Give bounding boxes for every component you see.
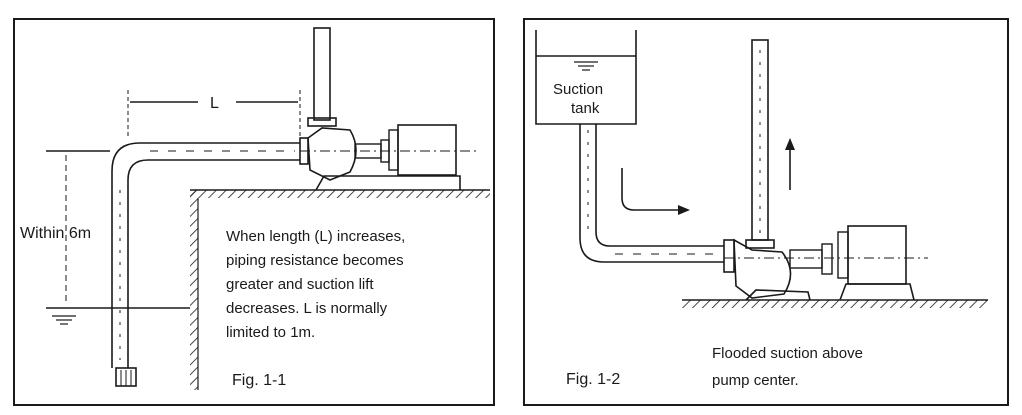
tank-suction-pipe — [579, 124, 724, 263]
pump2-base — [745, 289, 811, 301]
discharge-flange-2 — [745, 239, 775, 249]
motor — [397, 124, 457, 176]
tank-label-line-2: tank — [571, 100, 600, 117]
fig1-note-line-1: When length (L) increases, — [226, 228, 405, 245]
discharge-pipe — [313, 27, 331, 121]
flow-arrow-suction — [621, 168, 680, 211]
pump-base — [315, 175, 461, 191]
fig2-note-line-1: Flooded suction above — [712, 345, 863, 362]
length-label: L — [210, 95, 219, 112]
suction-tank — [535, 30, 637, 125]
ground-hatch — [190, 190, 490, 198]
pump2-casing — [733, 238, 792, 299]
flow-arrowhead-suction — [678, 205, 690, 215]
tank-water-symbol — [574, 61, 598, 71]
fig1-caption: Fig. 1-1 — [232, 372, 286, 389]
discharge-flange — [307, 117, 337, 127]
fig1-note-line-5: limited to 1m. — [226, 324, 315, 341]
water-level-symbol — [52, 315, 76, 325]
figure-1-2-border — [523, 18, 1009, 406]
flow-arrowhead-discharge — [785, 138, 795, 150]
tank-label-line-1: Suction — [553, 81, 603, 98]
figure-1-1-border — [13, 18, 495, 406]
fig2-note-line-2: pump center. — [712, 372, 799, 389]
figure-1-1-panel: Within 6m L When length (L) increases, p… — [13, 18, 495, 406]
motor-2 — [847, 225, 907, 285]
motor-2-endcap — [837, 231, 849, 279]
fig1-note: When length (L) increases, piping resist… — [226, 228, 405, 341]
pump2-coupling-flange — [821, 243, 833, 275]
suction-pipe — [111, 142, 300, 368]
fig2-caption: Fig. 1-2 — [566, 371, 620, 388]
discharge-pipe-2 — [751, 39, 769, 241]
pump2-flange-left — [723, 239, 735, 273]
pump-casing — [307, 127, 357, 181]
fig1-note-line-2: piping resistance becomes — [226, 252, 404, 269]
figure-1-2-panel: Suction tank Flooded su — [523, 18, 1009, 406]
fig1-note-line-4: decreases. L is normally — [226, 300, 388, 317]
height-label: Within 6m — [20, 225, 91, 242]
motor-endcap — [388, 129, 399, 171]
fig1-note-line-3: greater and suction lift — [226, 276, 374, 293]
pump-1 — [299, 124, 478, 191]
floor-hatch — [682, 300, 988, 308]
wall-hatch — [190, 190, 198, 390]
pump2-coupling — [789, 249, 823, 269]
pump-2 — [723, 225, 928, 301]
motor-2-base — [839, 283, 915, 301]
